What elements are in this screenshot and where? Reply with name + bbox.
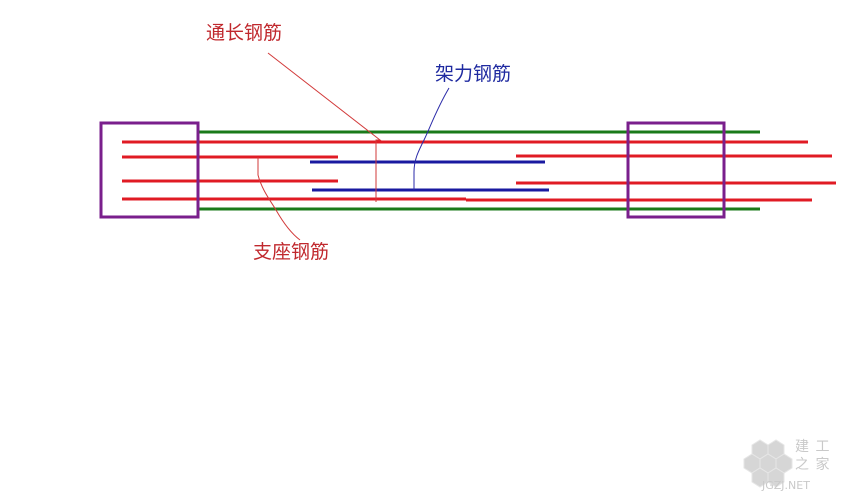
label-continuous-rebar: 通长钢筋 — [206, 22, 283, 44]
watermark-site: JGZJ.NET — [762, 479, 810, 492]
right-column-support — [626, 121, 726, 219]
leader-support-rebar — [257, 157, 301, 241]
leader-erection-rebar — [413, 87, 450, 190]
left-column-support — [99, 121, 200, 219]
watermark-logo-icon — [743, 439, 793, 488]
leader-continuous-rebar — [267, 52, 382, 202]
label-erection-rebar: 架力钢筋 — [435, 63, 512, 85]
label-support-rebar: 支座钢筋 — [253, 241, 330, 263]
watermark-logo-text: 建 工 之 家 — [795, 439, 831, 473]
